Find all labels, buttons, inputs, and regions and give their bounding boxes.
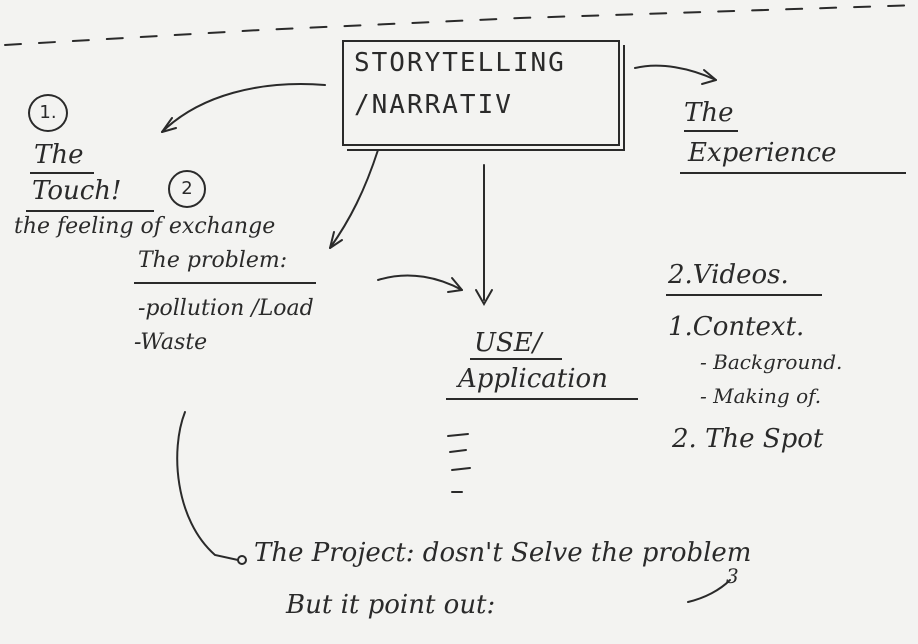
use-underline-1 bbox=[470, 358, 562, 360]
touch-underline-1 bbox=[30, 172, 94, 174]
use-label-line2: Application bbox=[458, 364, 608, 394]
problem-title: The problem: bbox=[138, 248, 288, 273]
experience-underline-2 bbox=[680, 172, 906, 174]
problem-underline bbox=[134, 282, 316, 284]
videos-item-context: 1.Context. bbox=[668, 312, 805, 342]
storytelling-title-line2: /NARRATIV bbox=[354, 90, 513, 120]
project-statement-line2: But it point out: bbox=[286, 590, 496, 620]
use-underline-2 bbox=[446, 398, 638, 400]
videos-item-background: - Background. bbox=[700, 350, 843, 374]
videos-underline bbox=[666, 294, 822, 296]
arrow-to-problem bbox=[329, 149, 379, 249]
storytelling-box: STORYTELLING /NARRATIV bbox=[342, 40, 620, 146]
arrow-to-touch bbox=[161, 83, 326, 133]
experience-underline-1 bbox=[684, 130, 738, 132]
touch-number-badge: 1. bbox=[28, 94, 68, 132]
storytelling-title-line1: STORYTELLING bbox=[354, 48, 566, 78]
videos-item-the-spot: 2. The Spot bbox=[672, 424, 824, 454]
feeling-text: the feeling of exchange bbox=[14, 214, 276, 239]
dashed-border bbox=[4, 4, 918, 46]
experience-label-line2: Experience bbox=[688, 138, 837, 168]
videos-item-making-of: - Making of. bbox=[700, 384, 822, 408]
project-statement-line1: The Project: dosn't Selve the problem bbox=[254, 538, 752, 568]
problem-number-badge: 2 bbox=[168, 170, 206, 208]
experience-label-line1: The bbox=[684, 98, 734, 128]
arrow-to-experience bbox=[634, 64, 717, 81]
problem-item-pollution: -pollution /Load bbox=[138, 296, 314, 321]
project-number: 3 bbox=[726, 564, 739, 588]
touch-label-line2: Touch! bbox=[32, 176, 122, 206]
touch-label-line1: The bbox=[34, 140, 84, 170]
arrow-problem-to-use bbox=[377, 274, 463, 291]
bracket-curve bbox=[176, 411, 239, 561]
touch-underline-2 bbox=[26, 210, 154, 212]
problem-item-waste: -Waste bbox=[134, 330, 208, 355]
use-list-dashes bbox=[447, 433, 471, 493]
arrow-to-three bbox=[687, 579, 731, 603]
videos-title: 2.Videos. bbox=[668, 260, 789, 290]
use-label-line1: USE/ bbox=[474, 328, 542, 358]
